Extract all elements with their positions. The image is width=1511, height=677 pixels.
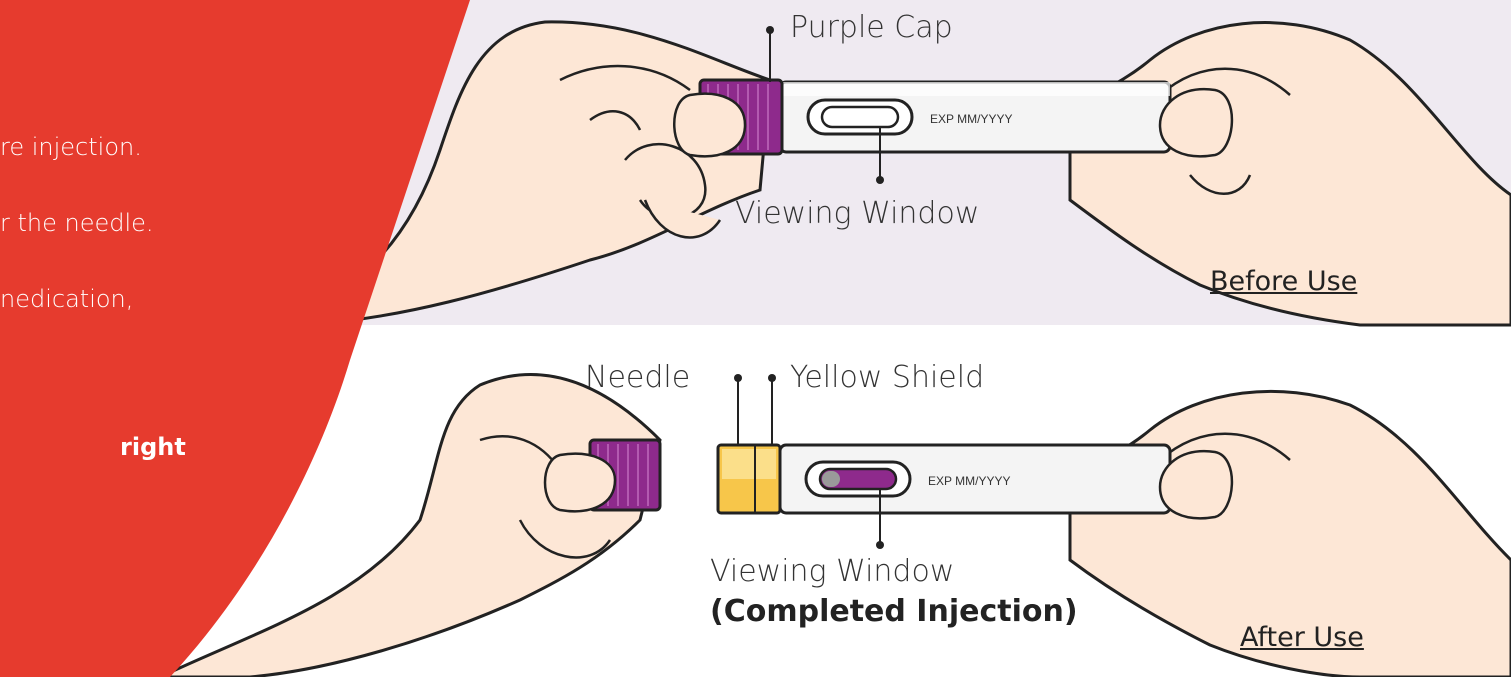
instruction-line-3: nedication, — [0, 285, 133, 313]
expiry-text-before: EXP MM/YYYY — [930, 112, 1012, 126]
expiry-text-after: EXP MM/YYYY — [928, 474, 1010, 488]
instruction-line-2: r the needle. — [0, 209, 154, 237]
after-use-label: After Use — [1240, 622, 1364, 653]
instruction-line-4: right — [120, 433, 186, 461]
yellow-shield-label: Yellow Shield — [790, 360, 984, 395]
purple-cap-label: Purple Cap — [790, 10, 953, 45]
before-use-label: Before Use — [1210, 266, 1357, 297]
viewing-window-after-label: Viewing Window — [710, 554, 954, 589]
instruction-line-1: re injection. — [0, 133, 142, 161]
viewing-window-label: Viewing Window — [735, 196, 979, 231]
needle-label: Needle — [585, 360, 690, 395]
completed-injection-label: (Completed Injection) — [710, 594, 1078, 629]
